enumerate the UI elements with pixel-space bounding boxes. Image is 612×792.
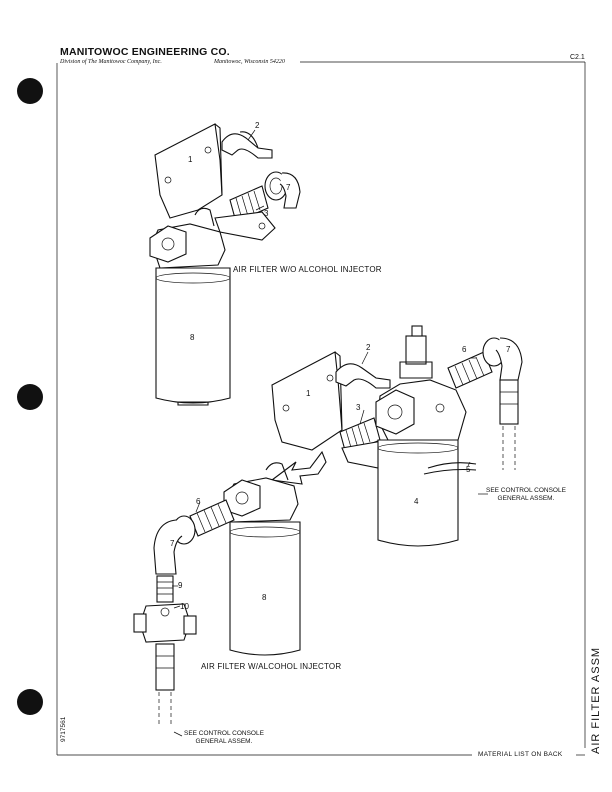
- callout-7-right: 7: [506, 345, 511, 354]
- callout-7-left: 7: [170, 539, 175, 548]
- mounting-bracket-upper: [154, 123, 223, 219]
- injector-body: [375, 325, 467, 449]
- elbow-fitting-left: [153, 515, 196, 575]
- leader-lines: [172, 129, 488, 737]
- see-note-bottom-line-1: SEE CONTROL CONSOLE: [184, 730, 264, 737]
- see-note-right-line-2: GENERAL ASSEM.: [497, 495, 555, 502]
- doc-number: 9717561: [60, 716, 67, 742]
- band-clamp: [423, 462, 477, 475]
- nipple-fitting-vertical: [156, 575, 174, 603]
- filter-head-lower: [223, 462, 299, 523]
- binder-hole-top: [17, 78, 43, 104]
- callout-4: 4: [414, 497, 419, 506]
- filter-bowl-lower: [229, 521, 301, 656]
- nipple-fitting-upper: [229, 185, 269, 223]
- callout-6-left: 6: [196, 497, 201, 506]
- callout-5: 5: [466, 465, 471, 474]
- company-name: MANITOWOC ENGINEERING CO.: [60, 46, 230, 58]
- callout-8-upper: 8: [190, 333, 195, 342]
- mounting-bracket-lower: [271, 351, 343, 451]
- hose-right: [499, 379, 519, 470]
- plate-fitting-upper: [214, 211, 276, 241]
- callout-3-upper: 3: [264, 209, 269, 218]
- direction-arrow: [270, 450, 327, 485]
- page-code: C2.1: [570, 54, 585, 61]
- tee-fitting: [133, 603, 197, 643]
- caption-with-injector: AIR FILTER W/ALCOHOL INJECTOR: [201, 662, 342, 671]
- alcohol-injector-bowl: [377, 439, 459, 547]
- callout-9: 9: [178, 581, 183, 590]
- see-note-right: SEE CONTROL CONSOLE GENERAL ASSEM.: [486, 487, 566, 503]
- division-line: Division of The Manitowoc Company, Inc.: [60, 59, 162, 65]
- binder-hole-bottom: [17, 689, 43, 715]
- nipple-fitting-right: [447, 351, 493, 389]
- callout-6-right: 6: [462, 345, 467, 354]
- elbow-fitting-upper: [264, 171, 301, 209]
- location-line: Manitowoc, Wisconsin 54220: [214, 59, 285, 65]
- page-frame: [56, 61, 586, 756]
- hose-lower: [155, 643, 175, 726]
- callout-2-upper: 2: [255, 121, 260, 130]
- callout-7-upper: 7: [286, 183, 291, 192]
- filter-bowl-upper: [155, 267, 231, 406]
- callout-3-lower: 3: [356, 403, 361, 412]
- see-note-bottom-line-2: GENERAL ASSEM.: [195, 738, 253, 745]
- bracket-clamp-lower: [335, 363, 391, 389]
- see-note-right-line-1: SEE CONTROL CONSOLE: [486, 487, 566, 494]
- filter-head-upper: [149, 207, 226, 269]
- callout-1-lower: 1: [306, 389, 311, 398]
- material-list-note: MATERIAL LIST ON BACK: [478, 751, 563, 758]
- binder-hole-middle: [17, 384, 43, 410]
- caption-without-injector: AIR FILTER W/O ALCOHOL INJECTOR: [233, 265, 382, 274]
- callout-8-lower: 8: [262, 593, 267, 602]
- see-note-bottom: SEE CONTROL CONSOLE GENERAL ASSEM.: [184, 730, 264, 746]
- elbow-fitting-right: [482, 337, 523, 381]
- callout-10: 10: [180, 602, 189, 611]
- section-title: AIR FILTER ASSM: [590, 646, 602, 754]
- bracket-clamp-upper: [221, 131, 273, 159]
- callout-2-lower: 2: [366, 343, 371, 352]
- callout-1-upper: 1: [188, 155, 193, 164]
